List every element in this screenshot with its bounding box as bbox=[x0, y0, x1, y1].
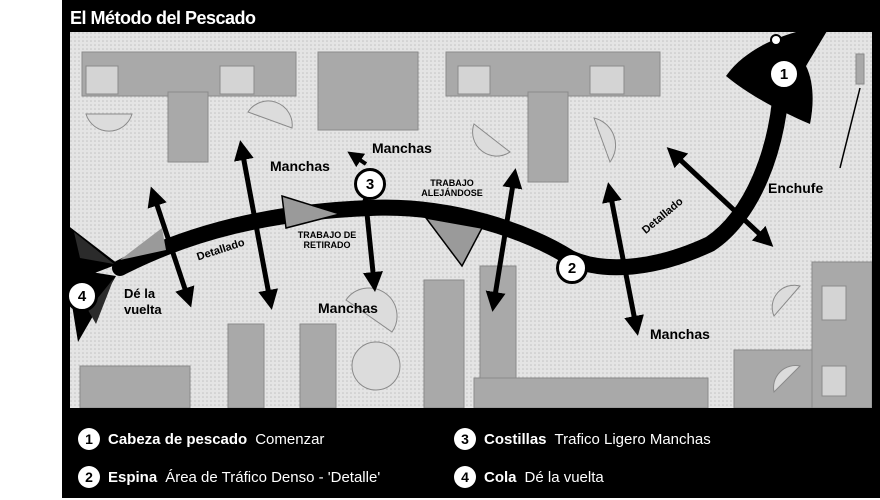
rib-arrows bbox=[147, 140, 774, 336]
title-box bbox=[62, 0, 304, 38]
point-4-badge: 4 bbox=[66, 280, 98, 312]
label-manchas: Manchas bbox=[318, 300, 378, 316]
diagram-title: El Método del Pescado bbox=[70, 8, 256, 28]
label-manchas: Manchas bbox=[270, 158, 330, 174]
label-trabajo-retiro: TRABAJO DE RETIRADO bbox=[297, 230, 357, 250]
legend-text: Comenzar bbox=[255, 430, 325, 448]
label-de-la-vuelta: Dé la vuelta bbox=[124, 286, 162, 317]
label-manchas: Manchas bbox=[650, 326, 710, 342]
label-enchufe: Enchufe bbox=[768, 180, 824, 196]
plug-cord bbox=[839, 87, 861, 169]
point-2-badge: 2 bbox=[556, 252, 588, 284]
legend-text: Trafico Ligero Manchas bbox=[554, 430, 711, 448]
furniture bbox=[79, 51, 872, 408]
legend-bold: Cabeza de pescado bbox=[108, 430, 248, 448]
legend-item-3: 3 Costillas Trafico Ligero Manchas bbox=[454, 428, 711, 450]
legend-badge: 4 bbox=[454, 466, 476, 488]
legend-text: Área de Tráfico Denso - 'Detalle' bbox=[165, 468, 381, 486]
legend-text: Dé la vuelta bbox=[524, 468, 604, 486]
legend-item-4: 4 Cola Dé la vuelta bbox=[454, 466, 604, 488]
legend-badge: 2 bbox=[78, 466, 100, 488]
legend-bold: Costillas bbox=[484, 430, 547, 448]
legend: 1 Cabeza de pescado Comenzar 2 Espina Ár… bbox=[70, 416, 872, 498]
fin-icon bbox=[281, 194, 343, 229]
legend-badge: 1 bbox=[78, 428, 100, 450]
fish-eye-icon bbox=[770, 34, 782, 46]
legend-badge: 3 bbox=[454, 428, 476, 450]
legend-bold: Espina bbox=[108, 468, 158, 486]
label-manchas: Manchas bbox=[372, 140, 432, 156]
legend-bold: Cola bbox=[484, 468, 517, 486]
fin-icon bbox=[424, 216, 484, 268]
floor-plan bbox=[70, 32, 872, 408]
legend-item-2: 2 Espina Área de Tráfico Denso - 'Detall… bbox=[78, 466, 380, 488]
legend-item-1: 1 Cabeza de pescado Comenzar bbox=[78, 428, 324, 450]
point-1-badge: 1 bbox=[768, 58, 800, 90]
label-trabajo-alejandose: TRABAJO ALEJÁNDOSE bbox=[421, 178, 483, 198]
point-3-badge: 3 bbox=[354, 168, 386, 200]
manchas-arrow-small bbox=[347, 151, 368, 168]
